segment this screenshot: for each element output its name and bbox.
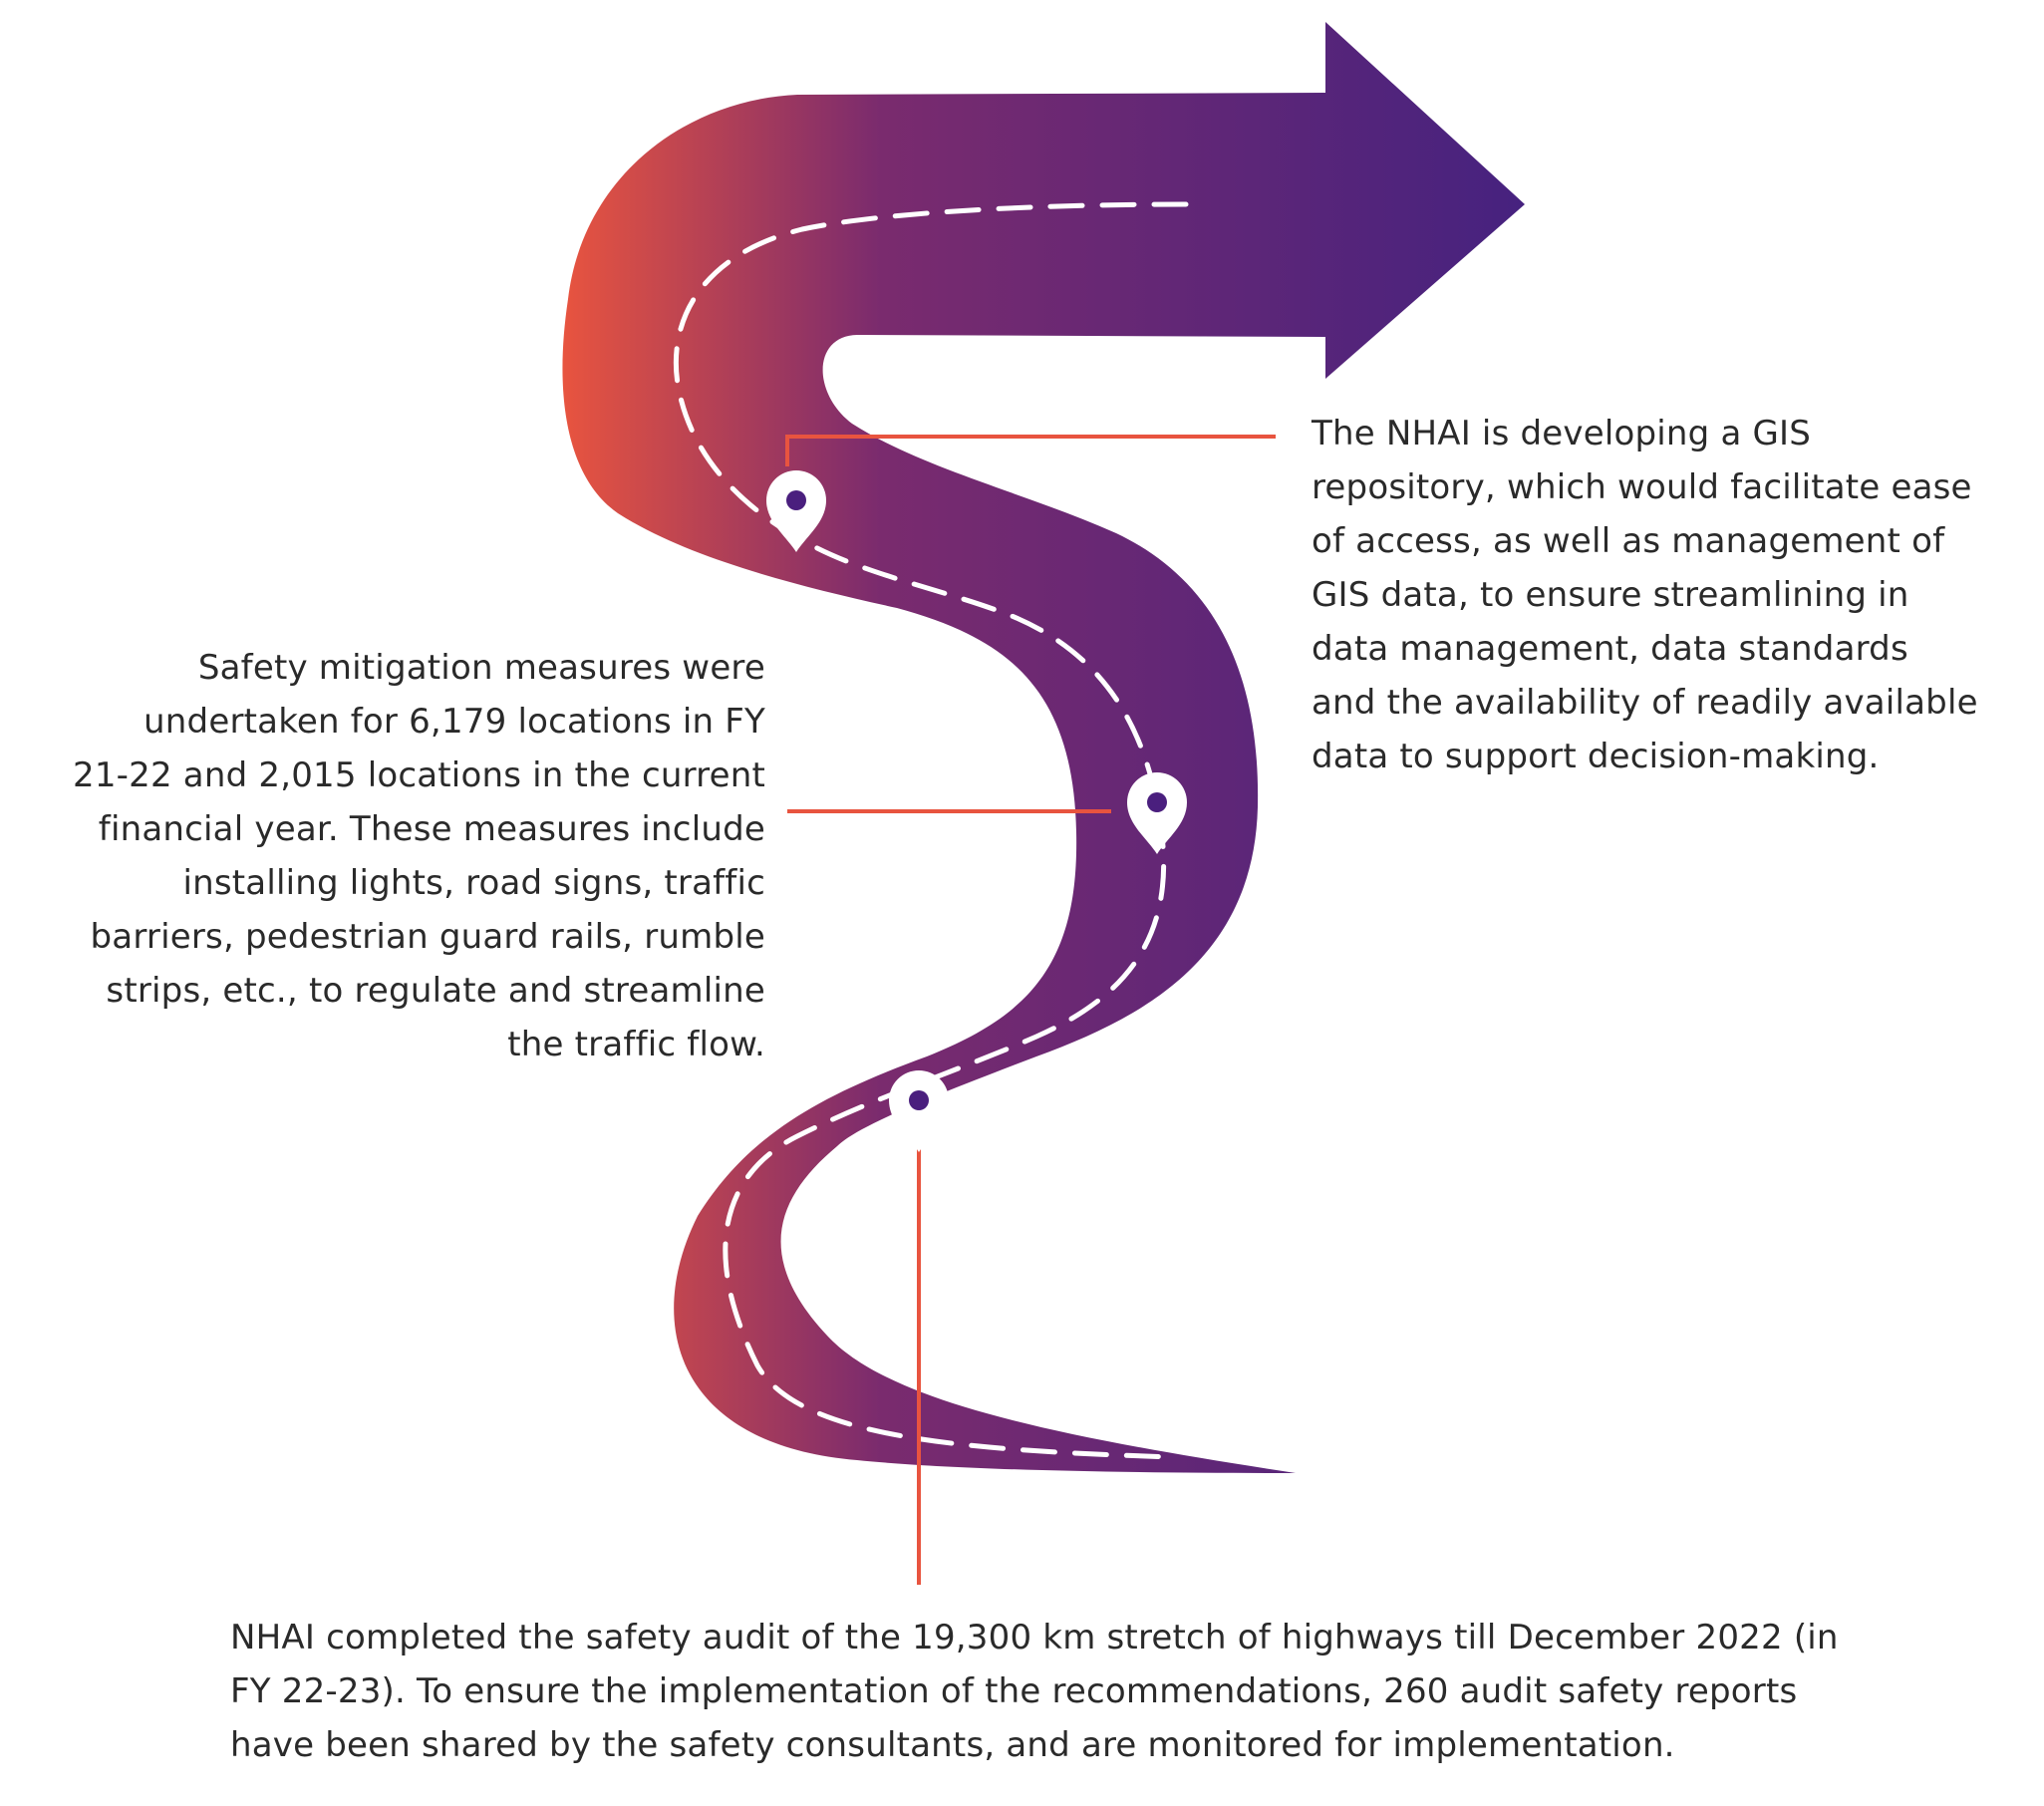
callout-line: 21-22 and 2,015 locations in the current: [72, 755, 765, 795]
road-center-dashes: [673, 201, 1189, 1460]
callout-line: financial year. These measures include: [98, 809, 765, 849]
map-pin-icon: [766, 470, 826, 552]
callout-line: strips, etc., to regulate and streamline: [106, 971, 765, 1011]
callout-line: repository, which would facilitate ease: [1312, 467, 1972, 507]
callout-line: have been shared by the safety consultan…: [230, 1725, 1675, 1765]
callout-line: Safety mitigation measures were: [197, 648, 765, 688]
map-pin-icon: [1127, 772, 1187, 854]
callout-line: data to support decision-making.: [1312, 737, 1880, 776]
callout-line: barriers, pedestrian guard rails, rumble: [90, 917, 765, 957]
callout-line: data management, data standards: [1312, 629, 1908, 669]
callout-line: installing lights, road signs, traffic: [182, 863, 765, 903]
callout-safety-mitigation: Safety mitigation measures were undertak…: [73, 641, 765, 1071]
map-pin-icon: [889, 1070, 949, 1152]
callout-line: NHAI completed the safety audit of the 1…: [230, 1618, 1839, 1657]
callout-line: of access, as well as management of: [1312, 521, 1945, 561]
leader-line-right: [785, 435, 1276, 466]
callout-line: undertaken for 6,179 locations in FY: [144, 702, 765, 742]
callout-gis-repository: The NHAI is developing a GIS repository,…: [1312, 407, 1978, 783]
callout-line: and the availability of readily availabl…: [1312, 683, 1978, 723]
callout-safety-audit: NHAI completed the safety audit of the 1…: [230, 1611, 1839, 1772]
callout-line: GIS data, to ensure streamlining in: [1312, 575, 1909, 615]
callout-line: FY 22-23). To ensure the implementation …: [230, 1671, 1798, 1711]
callout-line: the traffic flow.: [507, 1025, 765, 1064]
callout-line: The NHAI is developing a GIS: [1312, 414, 1812, 453]
road-arrow: [562, 22, 1525, 1473]
